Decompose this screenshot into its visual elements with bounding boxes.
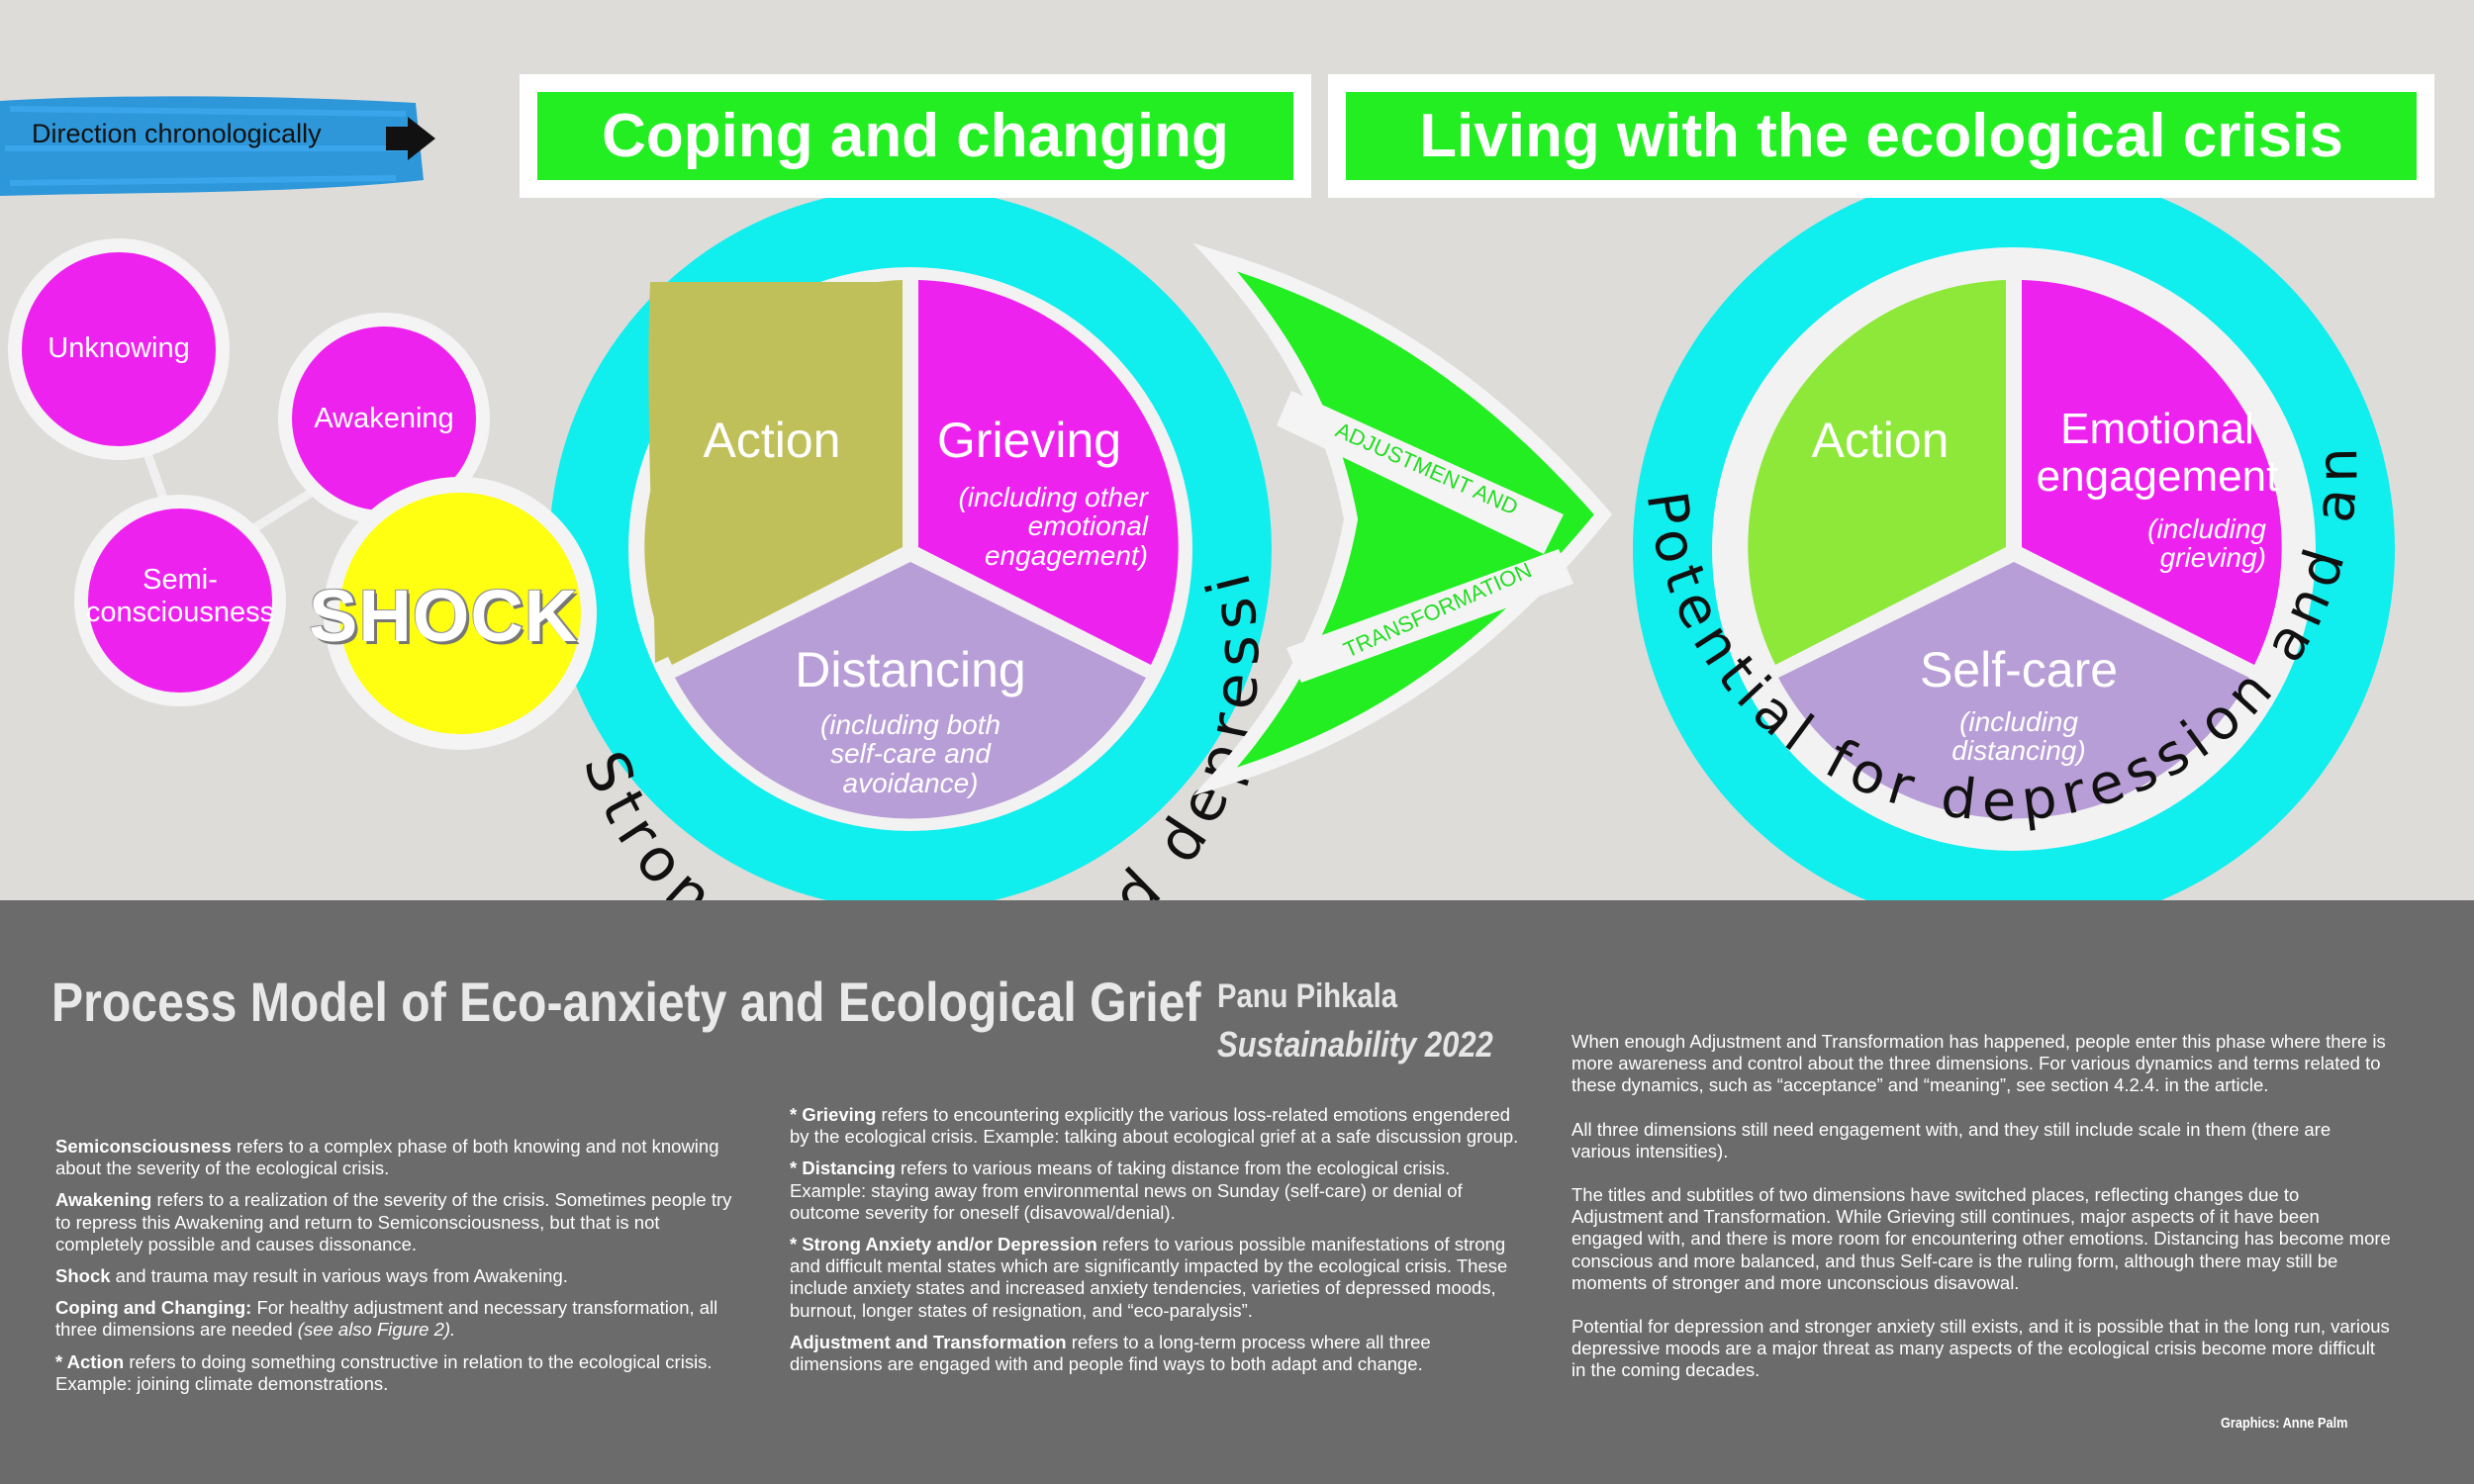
semi-line1: Semi-: [143, 564, 218, 596]
graphics-credit: Graphics: Anne Palm: [2221, 1415, 2348, 1432]
left-action-label: Action: [703, 413, 841, 468]
description-paragraph: All three dimensions still need engageme…: [1571, 1118, 2331, 1161]
diagram-area: Strong anxiety and depression ADJUSTMENT…: [0, 0, 2434, 900]
column-left: Semiconsciousness refers to a complex ph…: [55, 1136, 748, 1405]
term: Semiconsciousness: [55, 1136, 232, 1157]
description-paragraph: Awakening refers to a realization of the…: [55, 1189, 732, 1254]
unknowing-label: Unknowing: [48, 332, 190, 364]
grieving-sub-line1: (including other: [958, 482, 1148, 512]
grieving-sub-line3: engagement): [984, 539, 1148, 571]
term: Shock: [55, 1264, 111, 1286]
right-action-segment: [1748, 280, 2006, 665]
arrow-right-icon: [386, 117, 435, 160]
grieving-sub-line2: emotional: [1027, 510, 1148, 542]
living-banner: Living with the ecological crisis: [1328, 74, 2434, 198]
emo-line1: Emotional: [2060, 405, 2254, 453]
emotional-engagement-label: Emotional engagement: [2024, 405, 2291, 502]
selfcare-subtitle: (including distancing): [1880, 707, 2157, 766]
term: * Grieving: [790, 1104, 877, 1125]
description-paragraph: Semiconsciousness refers to a complex ph…: [55, 1136, 719, 1179]
description-paragraph: When enough Adjustment and Transformatio…: [1571, 1031, 2386, 1096]
term: Coping and Changing:: [55, 1297, 252, 1319]
distancing-label: Distancing: [795, 642, 1026, 697]
term: * Distancing: [790, 1158, 896, 1179]
description-paragraph: Shock and trauma may result in various w…: [55, 1264, 568, 1286]
arrow-band-bottom: [1286, 549, 1573, 683]
description-paragraph: Coping and Changing: For healthy adjustm…: [55, 1297, 718, 1341]
description-paragraph: * Grieving refers to encountering explic…: [790, 1104, 1519, 1148]
distancing-sub-line1: (including both: [819, 709, 1001, 740]
brush-stroke-lines: [5, 106, 411, 186]
reference: (see also Figure 2).: [297, 1319, 456, 1341]
emotional-engagement-segment: [2022, 280, 2282, 665]
semiconsciousness-label: Semi- consciousness: [71, 564, 289, 630]
semiconsciousness-circle: [74, 495, 286, 706]
column-right: When enough Adjustment and Transformatio…: [1571, 1031, 2393, 1403]
selfcare-label: Self-care: [1919, 642, 2119, 697]
description-panel: Process Model of Eco-anxiety and Ecologi…: [0, 900, 2474, 1484]
emo-line2: engagement: [2036, 452, 2279, 502]
living-banner-text: Living with the ecological crisis: [1346, 92, 2417, 180]
term: Adjustment and Transformation: [790, 1331, 1067, 1352]
distancing-segment: [675, 562, 1146, 819]
grieving-subtitle: (including other emotional engagement): [891, 482, 1148, 571]
direction-label: Direction chronologically: [32, 119, 322, 148]
emotional-engagement-subtitle: (including grieving): [2058, 514, 2266, 573]
description-paragraph: Adjustment and Transformation refers to …: [790, 1331, 1431, 1374]
distancing-sub-line3: avoidance): [842, 767, 979, 798]
description-paragraph: * Action refers to doing something const…: [55, 1350, 713, 1394]
emo-sub-line1: (including: [2147, 513, 2266, 544]
author: Panu Pihkala: [1217, 977, 1398, 1015]
distancing-subtitle: (including both self-care and avoidance): [772, 709, 1049, 798]
description-paragraph: The titles and subtitles of two dimensio…: [1571, 1183, 2391, 1293]
journal: Sustainability 2022: [1217, 1024, 1493, 1065]
term: Awakening: [55, 1189, 152, 1211]
selfcare-sub-line1: (including: [1959, 706, 2078, 737]
column-middle: * Grieving refers to encountering explic…: [790, 1104, 1522, 1385]
semi-line2: consciousness: [85, 597, 275, 629]
right-action-label: Action: [1811, 413, 1950, 468]
coping-banner: Coping and changing: [520, 74, 1311, 198]
distancing-sub-line2: self-care and: [830, 738, 991, 770]
selfcare-segment: [1778, 562, 2249, 819]
term: * Strong Anxiety and/or Depression: [790, 1233, 1097, 1254]
grieving-label: Grieving: [936, 413, 1122, 468]
description-paragraph: * Distancing refers to various means of …: [790, 1158, 1463, 1223]
term: * Action: [55, 1350, 125, 1372]
description-paragraph: Potential for depression and stronger an…: [1571, 1315, 2390, 1381]
awakening-label: Awakening: [314, 403, 454, 434]
coping-banner-text: Coping and changing: [537, 92, 1293, 180]
unknowing-circle: [8, 238, 230, 460]
grieving-segment: [918, 280, 1179, 665]
shock-circle: [324, 477, 597, 750]
page-title: Process Model of Eco-anxiety and Ecologi…: [51, 971, 1201, 1033]
description-paragraph: * Strong Anxiety and/or Depression refer…: [790, 1233, 1508, 1321]
shock-label: SHOCK: [309, 575, 579, 657]
action-segment-shape: [644, 280, 903, 665]
arrow-band-top: [1277, 391, 1564, 554]
selfcare-sub-line2: distancing): [1951, 735, 2086, 767]
emo-sub-line2: grieving): [2159, 542, 2266, 574]
